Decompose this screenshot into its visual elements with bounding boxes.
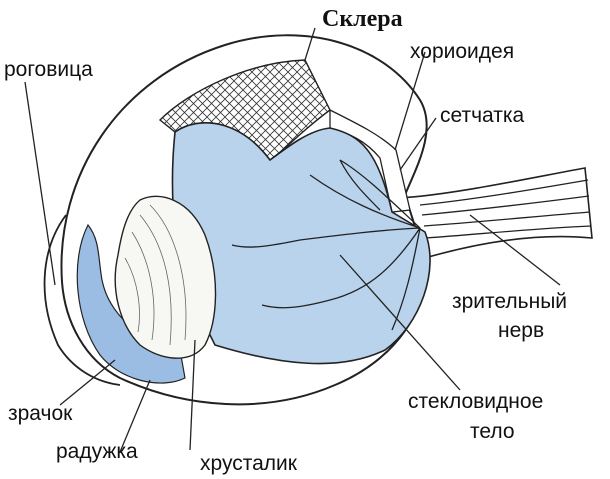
lens-fibers: [124, 204, 187, 346]
lens: [114, 195, 217, 359]
cornea: [43, 214, 121, 386]
label-retina: сетчатка: [440, 104, 525, 127]
label-lens: хрусталик: [200, 452, 298, 475]
label-choroid: хориоидея: [410, 40, 514, 63]
label-vitreous-1: стекловидное: [408, 390, 543, 413]
retinal-vessels: [231, 159, 421, 331]
label-iris: радужка: [56, 440, 138, 463]
label-optic-nerve-2: нерв: [498, 319, 544, 342]
label-sclera: Склера: [322, 6, 403, 32]
label-optic-nerve-1: зрительный: [452, 290, 567, 313]
label-pupil: зрачок: [8, 402, 73, 425]
optic-nerve: [398, 167, 593, 259]
label-vitreous-2: тело: [470, 420, 515, 443]
leader-lines: [24, 27, 561, 453]
label-cornea: роговица: [4, 58, 93, 81]
